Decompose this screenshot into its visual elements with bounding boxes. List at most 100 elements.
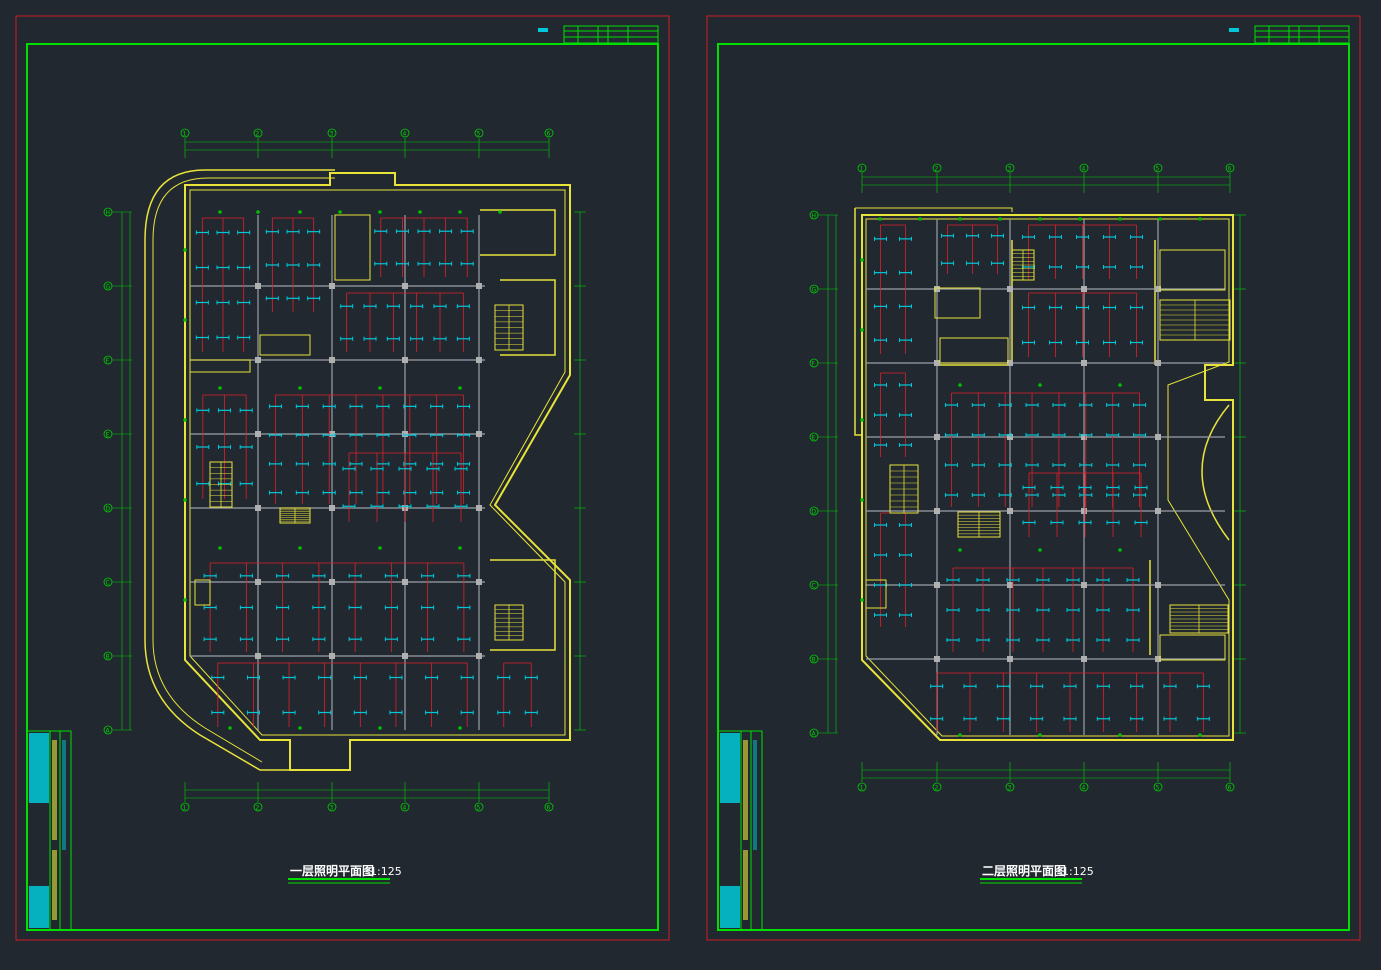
sheet-2-frame	[717, 43, 1350, 931]
fixture-tag	[218, 210, 222, 214]
structural-column	[476, 505, 482, 511]
axis-bubble	[1005, 782, 1015, 792]
axis-bubble	[1005, 163, 1015, 173]
axis-label: 2	[256, 131, 260, 138]
structural-column	[329, 505, 335, 511]
structural-column	[1007, 434, 1013, 440]
fixture-tag	[498, 210, 502, 214]
axis-bubble	[1225, 163, 1235, 173]
axis-label: 3	[1008, 785, 1012, 792]
axis-bubble	[809, 358, 819, 368]
fixture-tag	[218, 386, 222, 390]
axis-label: A	[106, 728, 111, 735]
structural-column	[934, 582, 940, 588]
axis-bubble	[103, 207, 113, 217]
fixture-tag	[958, 733, 962, 737]
structural-column	[476, 431, 482, 437]
axis-label: C	[106, 580, 110, 587]
structural-column	[1155, 508, 1161, 514]
fixture-tag	[228, 726, 232, 730]
fixture-tag	[1118, 733, 1122, 737]
structural-column	[329, 653, 335, 659]
axis-bubble	[1153, 163, 1163, 173]
curved-wall-inner	[152, 177, 335, 763]
structural-column	[329, 431, 335, 437]
sheet-2-title: 二层照明平面图 1:125	[980, 863, 1094, 884]
structural-column	[255, 653, 261, 659]
fixture-tag	[298, 546, 302, 550]
structural-column	[329, 579, 335, 585]
axis-label: 6	[547, 805, 551, 812]
axis-label: B	[812, 657, 816, 664]
structural-column	[255, 579, 261, 585]
fixture-tag	[298, 386, 302, 390]
fixture-tag	[1038, 217, 1042, 221]
structural-column	[1155, 656, 1161, 662]
room-partition	[334, 214, 371, 281]
fixture-tag	[183, 418, 187, 422]
fixture-tag	[958, 548, 962, 552]
sheet-2-scale-text: 1:125	[1062, 865, 1094, 878]
axis-label: G	[106, 284, 111, 291]
structural-column	[1155, 434, 1161, 440]
axis-label: 5	[1156, 166, 1160, 173]
axis-bubble	[1225, 782, 1235, 792]
fixture-tag	[256, 210, 260, 214]
structural-column	[329, 357, 335, 363]
sheet-1-border	[15, 15, 670, 941]
room-partition	[865, 579, 887, 609]
inner-wall	[865, 218, 1230, 737]
curved-wall-inner	[855, 207, 1013, 212]
axis-bubble	[809, 506, 819, 516]
sheet-1-frame	[26, 43, 659, 931]
axis-bubble	[474, 802, 484, 812]
fixture-tag	[458, 386, 462, 390]
axis-label: 1	[860, 785, 864, 792]
axis-bubble	[1079, 163, 1089, 173]
inner-wall	[189, 189, 566, 736]
sheet-2-title-text: 二层照明平面图	[982, 863, 1066, 878]
structural-column	[255, 283, 261, 289]
structural-column	[1007, 360, 1013, 366]
fixture-tag	[378, 726, 382, 730]
axis-label: H	[812, 213, 817, 220]
structural-column	[934, 360, 940, 366]
room-partition	[934, 287, 981, 319]
axis-bubble	[474, 128, 484, 138]
fixture-tag	[298, 726, 302, 730]
fixture-tag	[458, 726, 462, 730]
structural-column	[1007, 582, 1013, 588]
room-partition	[259, 334, 311, 356]
axis-label: 1	[860, 166, 864, 173]
structural-column	[1007, 656, 1013, 662]
structural-column	[1155, 582, 1161, 588]
axis-bubble	[544, 802, 554, 812]
fixture-tag	[1118, 217, 1122, 221]
axis-label: E	[812, 435, 816, 442]
axis-label: F	[106, 358, 110, 365]
sheet-2-stamp	[1229, 28, 1239, 32]
structural-column	[402, 579, 408, 585]
sheet-1-stamp	[538, 28, 548, 32]
axis-label: 1	[183, 805, 187, 812]
fixture-tag	[1198, 217, 1202, 221]
axis-label: 2	[935, 166, 939, 173]
axis-label: B	[106, 654, 110, 661]
fixture-tag	[458, 210, 462, 214]
structural-column	[1007, 508, 1013, 514]
axis-bubble	[809, 728, 819, 738]
axis-bubble	[1079, 782, 1089, 792]
fixture-tag	[218, 546, 222, 550]
structural-column	[402, 357, 408, 363]
axis-bubble	[809, 580, 819, 590]
fixture-tag	[183, 598, 187, 602]
axis-label: 3	[330, 805, 334, 812]
axis-label: 6	[1228, 166, 1232, 173]
structural-column	[1081, 508, 1087, 514]
axis-label: 2	[256, 805, 260, 812]
axis-bubble	[1153, 782, 1163, 792]
fixture-tag	[298, 210, 302, 214]
